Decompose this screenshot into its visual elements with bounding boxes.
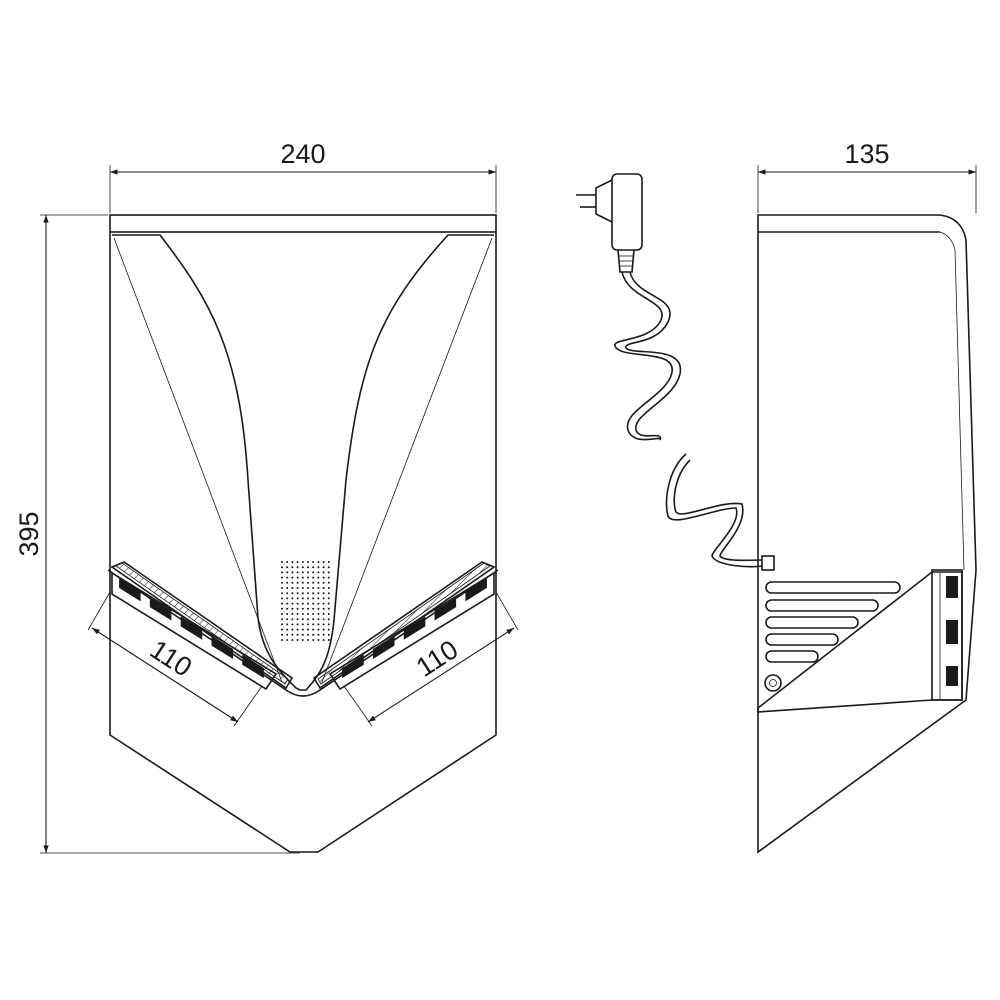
power-plug [576, 173, 643, 273]
guide-line-right [321, 237, 493, 683]
depth-label: 135 [844, 139, 889, 169]
slot-right-label: 110 [411, 634, 463, 683]
power-cord [614, 271, 775, 571]
front-v-panel [112, 234, 494, 691]
outlet-curve [107, 569, 499, 697]
air-slot-right [312, 561, 496, 691]
height-label: 395 [14, 511, 44, 556]
side-screw [764, 674, 782, 692]
side-body-outline [757, 214, 977, 854]
front-view [107, 214, 499, 853]
front-body-outline [109, 232, 497, 853]
dimension-depth: 135 [757, 139, 977, 213]
dimension-height: 395 [14, 214, 300, 854]
top-cap [109, 214, 497, 233]
guide-line-left [113, 237, 283, 683]
side-vent-slots [765, 581, 901, 663]
speaker-grille [281, 561, 330, 641]
air-slot-left [110, 561, 294, 691]
dimension-width: 240 [109, 139, 497, 213]
side-view [757, 214, 977, 854]
width-label: 240 [280, 139, 325, 169]
